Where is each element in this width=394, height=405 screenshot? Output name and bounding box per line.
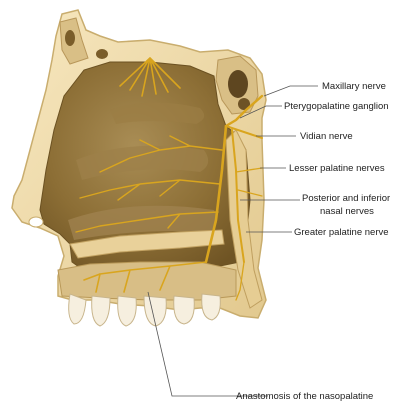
- label-posterior-inferior-nasal-line1: Posterior and inferior: [302, 193, 390, 204]
- sinus-cell: [96, 49, 108, 59]
- label-posterior-inferior-nasal-line2: nasal nerves: [320, 206, 374, 217]
- label-greater-palatine-nerve: Greater palatine nerve: [294, 227, 389, 238]
- sinus-cell: [228, 70, 248, 98]
- tooth: [118, 296, 137, 326]
- label-pterygopalatine-ganglion: Pterygopalatine ganglion: [284, 101, 389, 112]
- label-vidian-nerve: Vidian nerve: [300, 131, 353, 142]
- tooth: [174, 296, 195, 324]
- tooth: [202, 294, 221, 320]
- label-maxillary-nerve: Maxillary nerve: [322, 81, 386, 92]
- label-nasopalatine-anastomosis: Anastomosis of the nasopalatine: [236, 391, 373, 402]
- nostril: [29, 217, 43, 227]
- tooth: [92, 296, 110, 326]
- tooth: [69, 294, 86, 324]
- label-lesser-palatine-nerves: Lesser palatine nerves: [289, 163, 385, 174]
- sinus-cell: [65, 30, 75, 46]
